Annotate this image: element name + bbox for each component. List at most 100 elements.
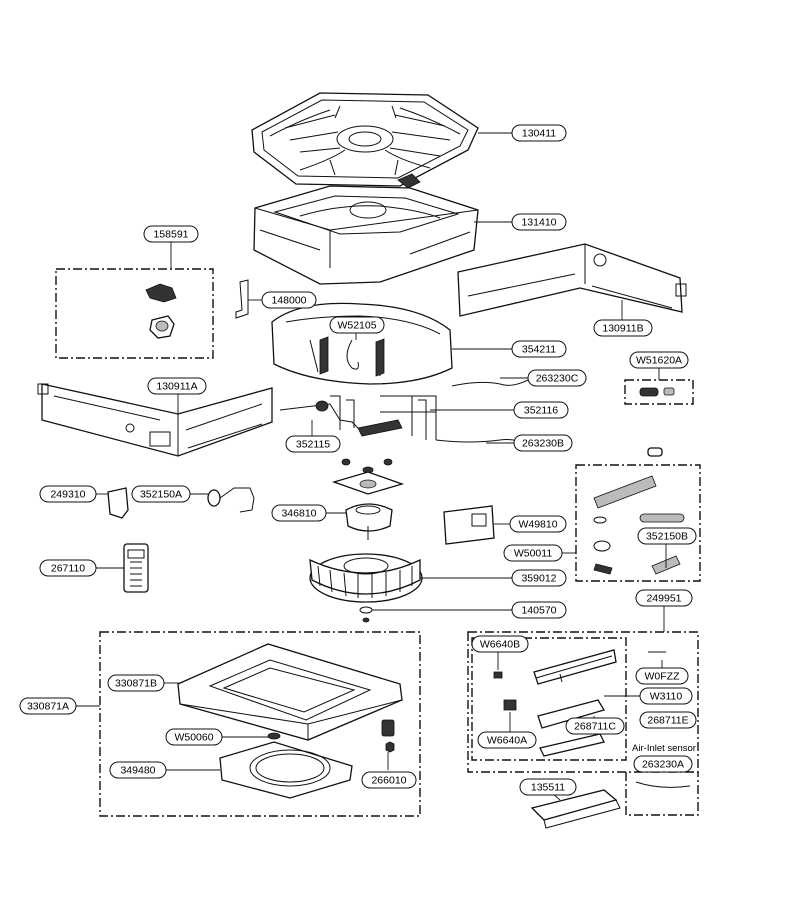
svg-text:330871A: 330871A xyxy=(27,701,69,713)
bracket-148000 xyxy=(235,279,249,319)
label-330871A: 330871A xyxy=(19,697,77,715)
pan-131410 xyxy=(253,185,479,285)
svg-text:130911A: 130911A xyxy=(156,381,197,393)
motor-346810 xyxy=(331,458,405,540)
insulation-354211 xyxy=(271,302,453,385)
svg-text:354211: 354211 xyxy=(522,344,556,356)
label-330871B: 330871B xyxy=(107,674,165,692)
group-box-263230a xyxy=(625,772,699,816)
grille-130411 xyxy=(251,92,479,187)
items-249951 xyxy=(493,649,666,757)
panel-frame-330871B xyxy=(177,643,403,741)
svg-text:266010: 266010 xyxy=(371,775,406,787)
svg-text:263230A: 263230A xyxy=(642,759,684,771)
valve-352150A xyxy=(207,487,255,513)
group-box-330871a xyxy=(99,631,421,817)
svg-text:249310: 249310 xyxy=(50,489,85,501)
items-158591 xyxy=(145,283,177,339)
svg-text:346810: 346810 xyxy=(281,508,316,520)
label-131410: 131410 xyxy=(511,213,567,231)
svg-text:263230B: 263230B xyxy=(522,438,564,450)
svg-text:W51620A: W51620A xyxy=(636,355,682,367)
wire-263230C xyxy=(451,379,529,387)
label-249310: 249310 xyxy=(39,485,97,503)
svg-text:W0FZZ: W0FZZ xyxy=(645,671,681,683)
svg-text:W6640A: W6640A xyxy=(487,735,527,747)
label-352115: 352115 xyxy=(285,435,341,453)
svg-text:W49810: W49810 xyxy=(518,519,557,531)
remote-267110 xyxy=(123,543,149,593)
label-268711E: 268711E xyxy=(639,711,697,729)
group-box-249951-inner xyxy=(471,637,627,761)
svg-text:W3110: W3110 xyxy=(650,691,683,703)
label-W50011: W50011 xyxy=(503,544,563,562)
label-263230B: 263230B xyxy=(513,434,573,452)
svg-text:148000: 148000 xyxy=(271,295,306,307)
label-135511: 135511 xyxy=(519,778,577,796)
clip-w52105 xyxy=(346,339,359,370)
label-130411: 130411 xyxy=(511,124,567,142)
label-W49810: W49810 xyxy=(509,515,567,533)
bracket-135511 xyxy=(530,789,621,829)
svg-text:330871B: 330871B xyxy=(115,678,157,690)
panel-130911A xyxy=(37,383,273,457)
label-268711C: 268711C xyxy=(565,717,625,735)
pipes-352115-352116 xyxy=(279,395,427,440)
fan-359012 xyxy=(309,553,423,603)
group-box-w51620a xyxy=(624,379,694,405)
items-w50011 xyxy=(593,447,685,575)
svg-text:352116: 352116 xyxy=(524,405,558,417)
label-267110: 267110 xyxy=(39,559,97,577)
label-130911B: 130911B xyxy=(593,319,653,337)
svg-text:349480: 349480 xyxy=(120,765,155,777)
label-266010: 266010 xyxy=(361,771,417,789)
wire-grid xyxy=(380,395,437,440)
label-W51620A: W51620A xyxy=(629,351,689,369)
label-263230A: 263230A xyxy=(633,755,693,773)
label-359012: 359012 xyxy=(511,569,567,587)
svg-text:352150A: 352150A xyxy=(140,489,182,501)
svg-text:130911B: 130911B xyxy=(602,323,643,335)
label-W0FZZ: W0FZZ xyxy=(635,667,689,685)
air-inlet-sensor-note: Air-Inlet sensor xyxy=(632,743,696,754)
label-249951: 249951 xyxy=(635,589,693,607)
label-158591: 158591 xyxy=(143,225,199,243)
svg-text:131410: 131410 xyxy=(521,217,556,229)
svg-text:268711C: 268711C xyxy=(574,721,616,733)
group-box-158591 xyxy=(55,268,214,359)
washer-140570 xyxy=(359,606,373,623)
label-W50060: W50060 xyxy=(165,728,223,746)
svg-text:268711E: 268711E xyxy=(647,715,688,727)
part-w50060 xyxy=(267,732,281,740)
label-W6640A: W6640A xyxy=(477,731,537,749)
svg-text:140570: 140570 xyxy=(521,605,556,617)
label-352150B: 352150B xyxy=(637,527,697,545)
svg-text:158591: 158591 xyxy=(153,229,188,241)
control-box-w49810 xyxy=(443,505,495,545)
items-w51620a xyxy=(639,387,675,397)
svg-text:W6640B: W6640B xyxy=(480,639,520,651)
svg-text:263230C: 263230C xyxy=(536,373,579,385)
panel-130911B xyxy=(457,243,687,317)
svg-text:W50011: W50011 xyxy=(514,548,552,560)
label-352116: 352116 xyxy=(513,401,569,419)
label-354211: 354211 xyxy=(511,340,567,358)
label-148000: 148000 xyxy=(261,291,317,309)
label-W52105: W52105 xyxy=(329,316,385,334)
label-349480: 349480 xyxy=(109,761,167,779)
label-W3110: W3110 xyxy=(639,687,693,705)
label-352150A: 352150A xyxy=(131,485,191,503)
bracket-249310 xyxy=(107,487,129,519)
label-140570: 140570 xyxy=(511,601,567,619)
svg-text:352115: 352115 xyxy=(296,439,330,451)
label-130911A: 130911A xyxy=(147,377,207,395)
svg-text:135511: 135511 xyxy=(531,782,565,794)
sensor-266010 xyxy=(381,719,395,753)
plate-349480 xyxy=(219,741,353,799)
bracket-small-top xyxy=(397,173,421,189)
label-W6640B: W6640B xyxy=(471,635,529,653)
wire-263230A xyxy=(635,781,691,788)
svg-text:352150B: 352150B xyxy=(646,531,688,543)
label-263230C: 263230C xyxy=(527,369,587,387)
